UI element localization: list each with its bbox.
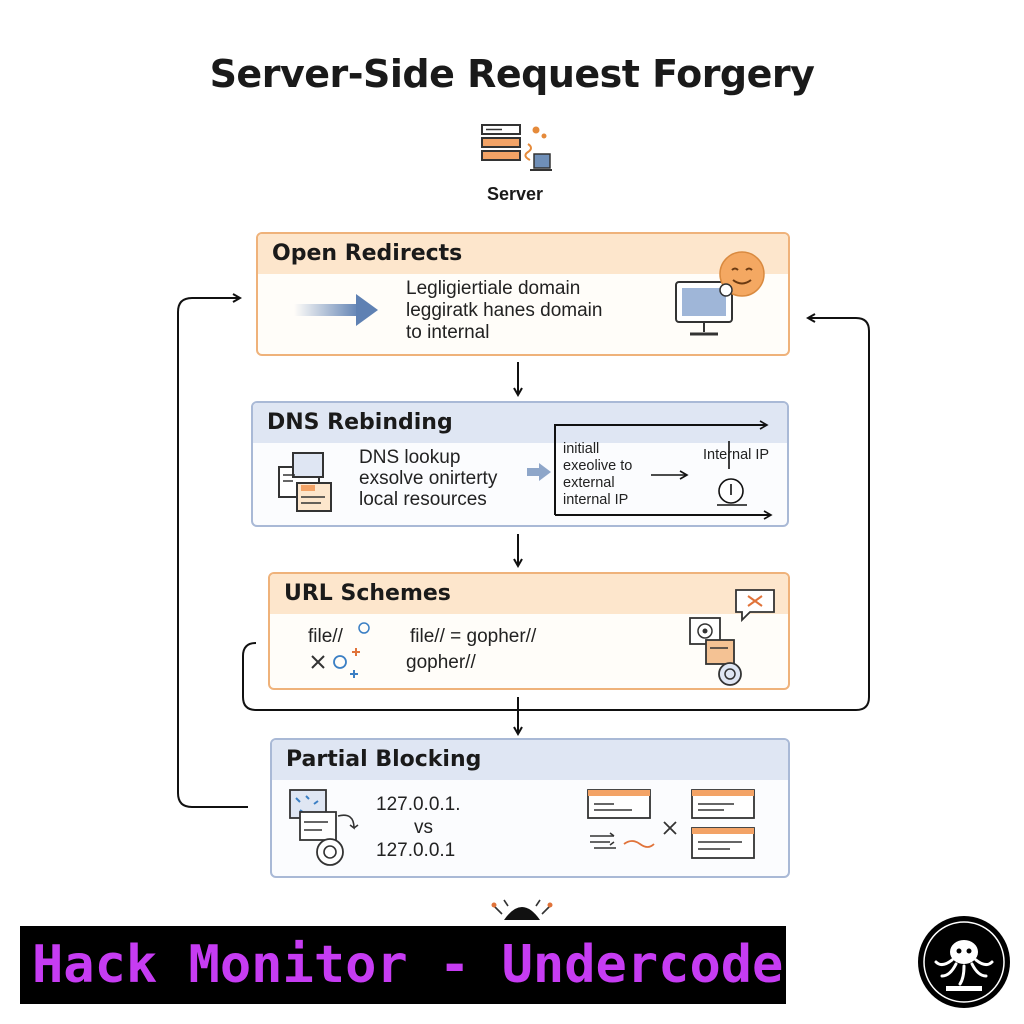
dns-line-3: local resources <box>359 489 487 510</box>
url-schemes-box: URL Schemes file// file// = gopher// gop… <box>268 572 790 690</box>
open-redirects-line-2: leggiratk hanes domain <box>406 300 603 321</box>
internal-ip-label: Internal IP <box>703 447 770 463</box>
compare-panels-icon <box>587 789 755 859</box>
dns-line-1: DNS lookup <box>359 447 461 468</box>
rebinding-box-line-3: external <box>563 475 615 491</box>
arrow-right-icon <box>294 294 378 326</box>
url-schemes-heading: URL Schemes <box>270 574 788 614</box>
open-redirects-line-3: to internal <box>406 322 490 343</box>
server-label: Server <box>486 184 544 204</box>
vs-label: vs <box>414 817 433 838</box>
documents-icon <box>278 452 332 512</box>
server-icon <box>481 124 552 171</box>
dns-rebinding-box: DNS Rebinding DNS lookup exsolve onirter… <box>251 401 789 527</box>
bug-icon <box>491 899 553 920</box>
arrow-right-icon <box>527 463 551 481</box>
ip-address-a: 127.0.0.1. <box>376 794 461 815</box>
open-redirects-heading: Open Redirects <box>258 234 788 274</box>
open-redirects-line-1: Legligiertiale domain <box>406 278 581 299</box>
watermark-banner <box>20 926 786 1004</box>
bug-alert-icon <box>689 589 775 686</box>
dns-rebinding-heading: DNS Rebinding <box>253 403 787 443</box>
rebinding-box-line-4: internal IP <box>563 492 629 508</box>
dns-line-2: exsolve onirterty <box>359 468 498 489</box>
ip-address-b: 127.0.0.1 <box>376 840 456 861</box>
scheme-symbols-icon <box>311 622 370 678</box>
rebinding-box-line-1: initiall <box>563 441 600 457</box>
octopus-logo-icon <box>918 916 1010 1008</box>
open-redirects-box: Open Redirects Legligiertiale domain leg… <box>256 232 790 356</box>
scheme-compare-line-1: file// = gopher// <box>410 626 537 647</box>
page-title: Server-Side Request Forgery <box>209 52 815 96</box>
monitor-icon <box>675 251 765 336</box>
rebinding-box-line-2: exeolive to <box>563 458 633 474</box>
partial-blocking-box: Partial Blocking 127.0.0.1. vs 127.0.0.1 <box>270 738 790 878</box>
scheme-file-label: file// <box>308 626 343 647</box>
scheme-compare-line-2: gopher// <box>406 652 476 673</box>
watermark-banner-text: Hack Monitor - Undercode <box>32 935 784 995</box>
blocklist-icon <box>289 789 359 866</box>
partial-blocking-heading: Partial Blocking <box>272 740 788 780</box>
rebinding-flow-diagram <box>554 420 773 520</box>
